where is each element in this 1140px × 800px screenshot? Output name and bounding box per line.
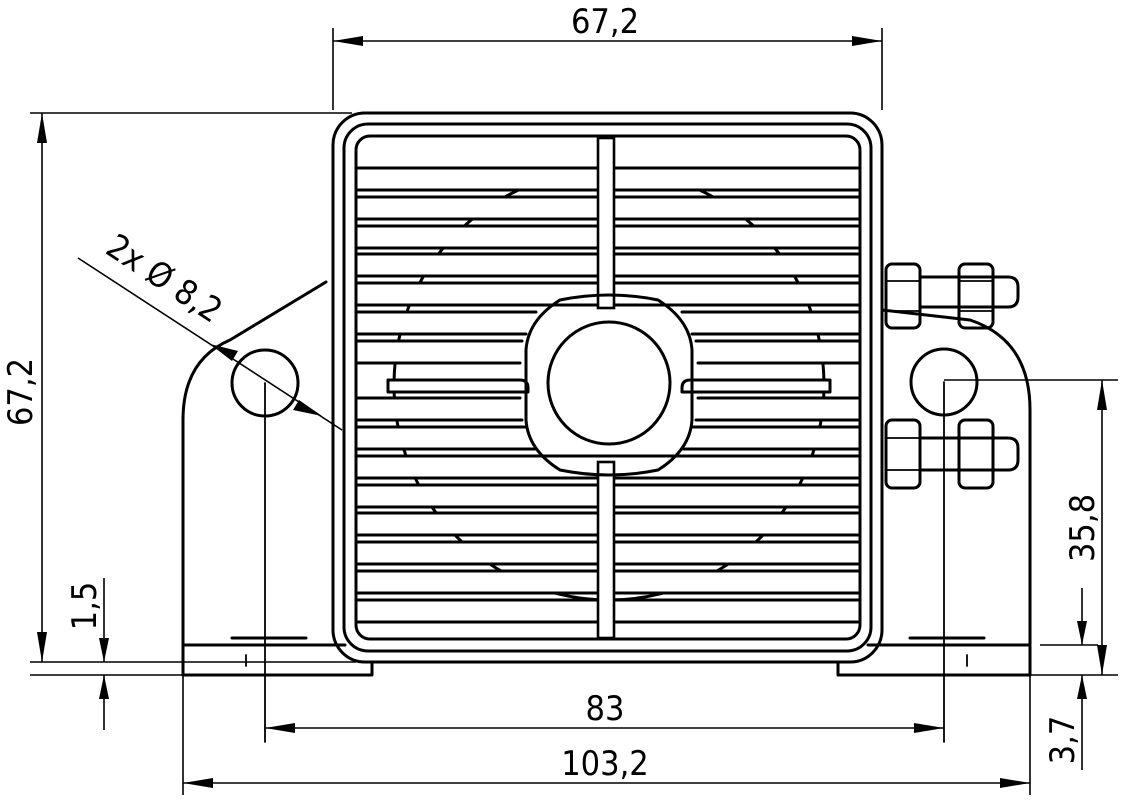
- terminal-bolt-lower: [884, 418, 1020, 490]
- dimension-hole-spacing: 83: [265, 689, 944, 733]
- dimension-hole-note-label: 2x Ø 8,2: [99, 226, 229, 331]
- dimension-left-height-label: 67,2: [1, 358, 41, 426]
- dimension-top-width-label: 67,2: [571, 2, 639, 42]
- dimension-base-thickness: 1,5: [30, 578, 186, 730]
- dimension-hole-spacing-label: 83: [586, 689, 625, 729]
- left-bracket: [181, 280, 374, 677]
- dimension-hole-note: 2x Ø 8,2: [77, 226, 343, 431]
- dimension-right-height: 35,8: [944, 379, 1118, 676]
- dimension-bottom-offset-label: 3,7: [1043, 716, 1083, 765]
- dimension-left-height: 67,2: [1, 112, 356, 663]
- center-rib: [596, 136, 616, 640]
- dimension-right-height-label: 35,8: [1063, 494, 1103, 562]
- dimension-overall-width: 103,2: [182, 675, 1031, 795]
- dimension-overall-width-label: 103,2: [561, 744, 649, 784]
- terminal-bolt-upper: [884, 262, 1020, 330]
- dimension-bottom-offset: 3,7: [1040, 588, 1098, 770]
- dimension-top-width: 67,2: [332, 2, 883, 110]
- center-hub: [524, 293, 694, 477]
- dimension-base-thickness-label: 1,5: [65, 582, 105, 631]
- right-bracket: [836, 308, 1032, 677]
